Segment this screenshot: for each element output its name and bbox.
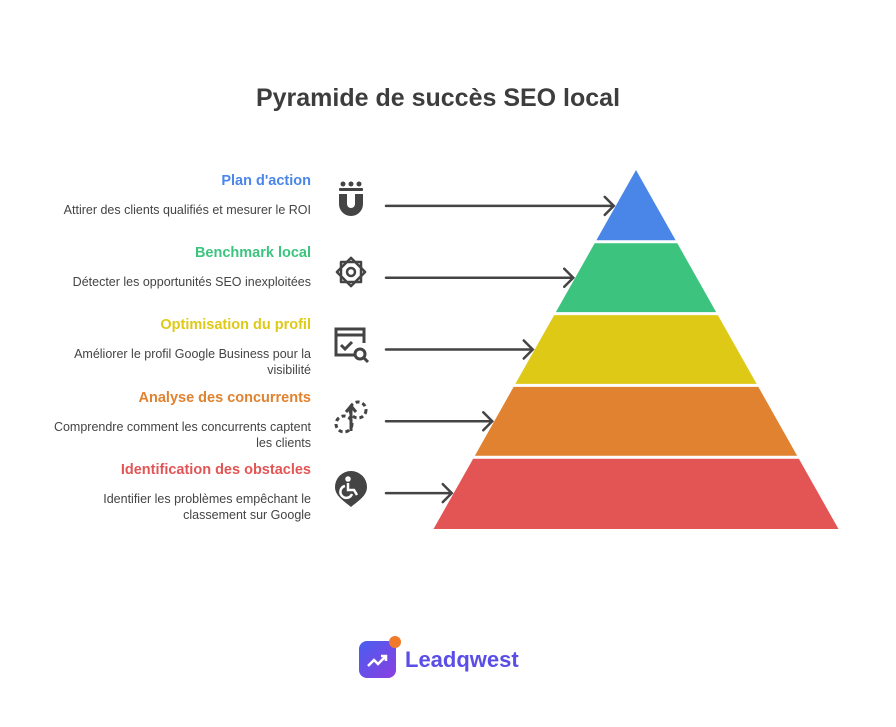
layer-title: Benchmark local <box>194 245 311 261</box>
layer-description: Détecter les opportunités SEO inexploité… <box>72 275 311 289</box>
pyramid-layer-2 <box>555 243 717 313</box>
layer-description: Améliorer le profil Google Business pour… <box>74 347 311 377</box>
dashed-arrow-up-icon <box>334 400 368 434</box>
arrow-right-icon <box>384 482 454 504</box>
layer-label-2: Benchmark local Détecter les opportunité… <box>51 244 311 290</box>
brand-logo: Leadqwest <box>359 636 519 678</box>
flower-pattern-icon <box>335 256 367 288</box>
layer-description: Attirer des clients qualifiés et mesurer… <box>63 203 311 217</box>
browser-check-search-icon <box>334 327 370 364</box>
accessibility-pin-icon <box>335 471 367 507</box>
brand-name: Leadqwest <box>405 646 519 672</box>
layer-label-1: Plan d'action Attirer des clients qualif… <box>51 172 311 218</box>
layer-title: Optimisation du profil <box>160 317 311 333</box>
arrow-right-icon <box>384 339 535 360</box>
pyramid-layer-3 <box>515 315 757 384</box>
arrow-right-icon <box>384 195 616 217</box>
layer-label-3: Optimisation du profil Améliorer le prof… <box>51 316 311 378</box>
trend-up-icon <box>359 636 401 678</box>
layer-description: Comprendre comment les concurrents capte… <box>53 420 311 450</box>
arrow-right-icon <box>384 267 576 288</box>
layer-label-5: Identification des obstacles Identifier … <box>51 461 311 523</box>
pyramid-layer-1 <box>596 170 676 241</box>
layer-title: Identification des obstacles <box>120 462 311 478</box>
pyramid-layer-5 <box>433 458 839 529</box>
layer-title: Plan d'action <box>221 173 311 189</box>
pyramid-layer-4 <box>474 386 798 456</box>
layer-label-4: Analyse des concurrents Comprendre comme… <box>51 389 311 451</box>
magnet-people-icon <box>339 181 363 216</box>
layer-title: Analyse des concurrents <box>138 390 311 406</box>
page-title: Pyramide de succès SEO local <box>255 84 621 112</box>
layer-description: Identifier les problèmes empêchant le cl… <box>103 492 311 522</box>
notification-dot <box>389 636 401 648</box>
arrow-right-icon <box>384 411 495 432</box>
